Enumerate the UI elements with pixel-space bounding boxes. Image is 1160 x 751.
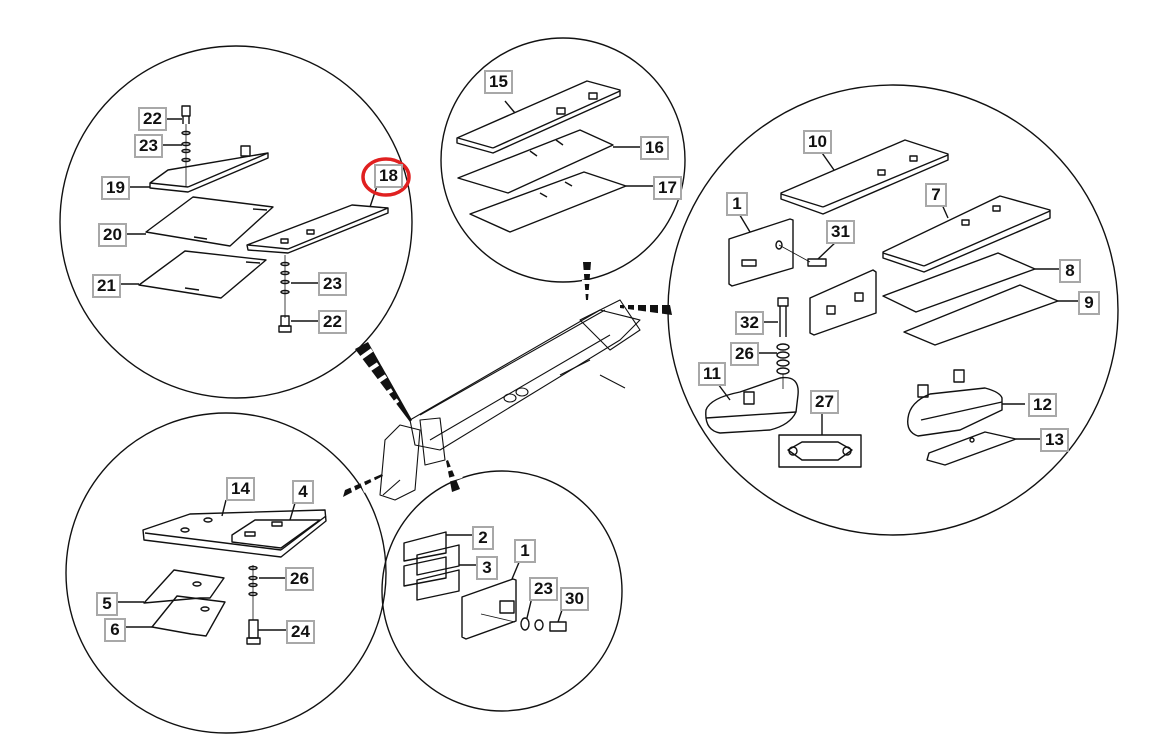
part-label-27[interactable]: 27 [810, 390, 839, 414]
part-label-18[interactable]: 18 [374, 164, 403, 188]
part-label-20[interactable]: 20 [98, 223, 127, 247]
detail-circle-top-center [440, 37, 686, 283]
part-label-8[interactable]: 8 [1059, 259, 1081, 283]
part-label-23[interactable]: 23 [529, 577, 558, 601]
part-label-9[interactable]: 9 [1078, 291, 1100, 315]
detail-circle-bottom-center [381, 470, 623, 712]
part-label-22[interactable]: 22 [138, 107, 167, 131]
part-label-6[interactable]: 6 [104, 618, 126, 642]
part-label-17[interactable]: 17 [653, 176, 682, 200]
tl-parts [112, 105, 389, 333]
part-label-11[interactable]: 11 [698, 362, 726, 386]
part-label-30[interactable]: 30 [560, 587, 589, 611]
part-label-24[interactable]: 24 [286, 620, 315, 644]
boom-arm-illustration [379, 299, 641, 501]
part-label-22[interactable]: 22 [318, 310, 347, 334]
part-label-23[interactable]: 23 [134, 134, 163, 158]
tc-parts [456, 80, 653, 233]
part-label-7[interactable]: 7 [925, 183, 947, 207]
part-label-23[interactable]: 23 [318, 272, 347, 296]
detail-circle-bottom-left [65, 412, 387, 734]
part-label-1[interactable]: 1 [514, 539, 536, 563]
detail-circle-right [667, 84, 1119, 536]
part-label-13[interactable]: 13 [1040, 428, 1069, 452]
part-label-4[interactable]: 4 [292, 480, 314, 504]
part-label-12[interactable]: 12 [1028, 393, 1057, 417]
part-label-32[interactable]: 32 [735, 311, 764, 335]
highlight-circle [361, 157, 411, 197]
part-label-15[interactable]: 15 [484, 70, 513, 94]
part-label-21[interactable]: 21 [92, 274, 121, 298]
part-label-1[interactable]: 1 [726, 192, 748, 216]
part-label-16[interactable]: 16 [640, 136, 669, 160]
part-label-19[interactable]: 19 [101, 176, 130, 200]
detail-circle-top-left [59, 45, 413, 399]
part-label-2[interactable]: 2 [472, 526, 494, 550]
part-label-10[interactable]: 10 [803, 130, 832, 154]
bc-parts [403, 531, 567, 640]
part-label-26[interactable]: 26 [730, 342, 759, 366]
bl-parts [118, 499, 327, 645]
part-label-14[interactable]: 14 [226, 477, 255, 501]
leader-dashes [343, 262, 672, 497]
part-label-31[interactable]: 31 [826, 220, 855, 244]
part-label-26[interactable]: 26 [285, 567, 314, 591]
r-parts [705, 139, 1080, 468]
part-label-3[interactable]: 3 [476, 556, 498, 580]
part-label-5[interactable]: 5 [96, 592, 118, 616]
